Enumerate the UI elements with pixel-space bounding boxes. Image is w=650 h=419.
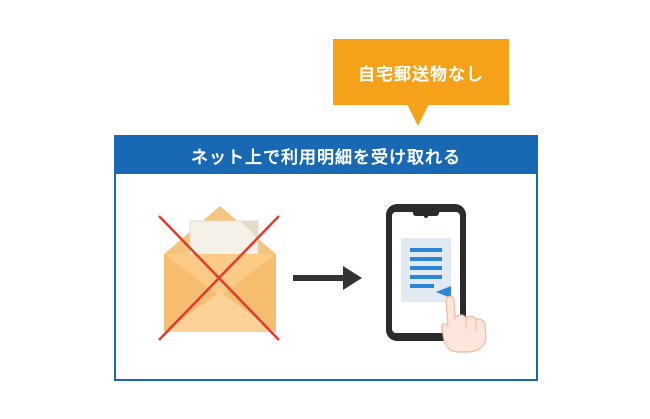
smartphone-icon	[386, 204, 466, 341]
panel-title: ネット上で利用明細を受け取れる	[191, 148, 461, 168]
document-icon	[401, 238, 451, 302]
envelope-icon	[164, 206, 276, 332]
arrow-right-icon	[293, 266, 362, 290]
callout-bubble: 自宅郵送物なし	[333, 39, 509, 105]
tapping-hand-icon	[441, 295, 487, 353]
callout-text: 自宅郵送物なし	[358, 64, 484, 85]
callout-tail	[407, 104, 429, 126]
panel-header: ネット上で利用明細を受け取れる	[116, 137, 536, 174]
cross-out-icon	[158, 215, 280, 341]
